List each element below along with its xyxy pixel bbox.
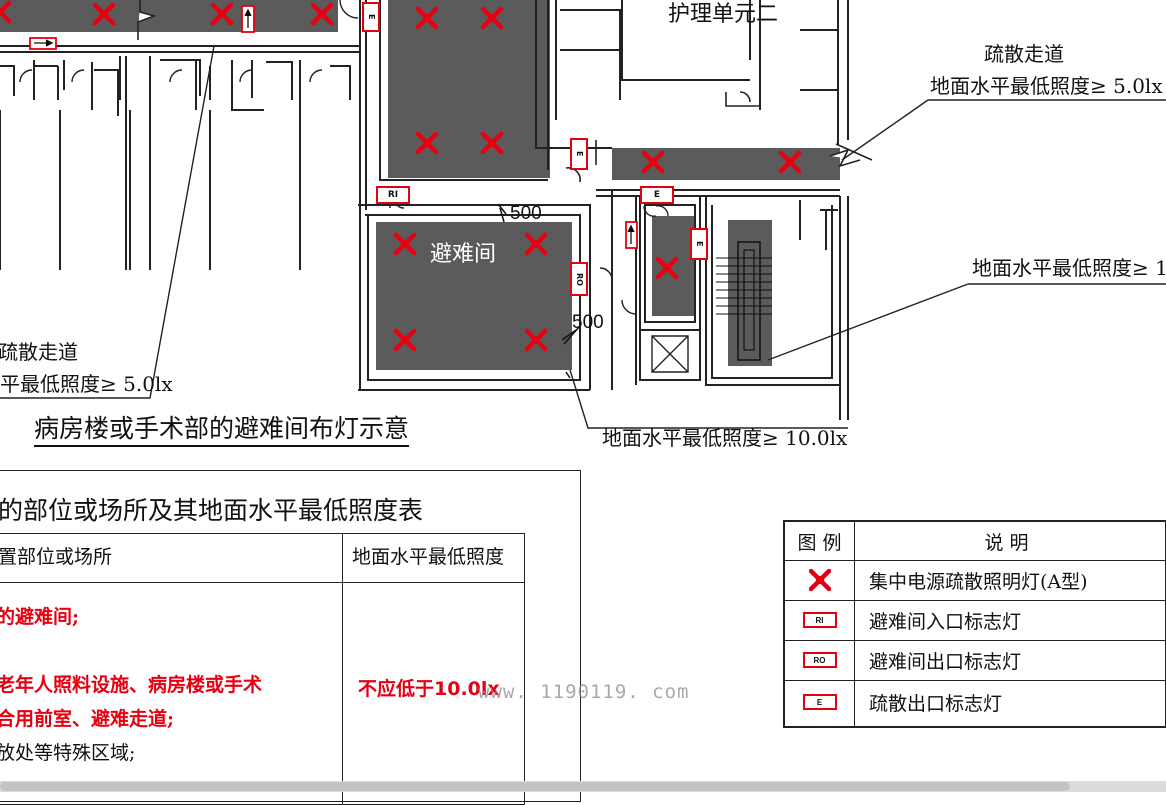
corridor-label-2: 疏散走道 <box>0 340 78 364</box>
legend-header-row <box>785 522 1165 561</box>
dim-top: 500 <box>510 203 542 224</box>
corridor-label-1: 疏散走道 <box>984 42 1064 66</box>
row1-line2: 老年人照料设施、病房楼或手术 <box>0 674 263 696</box>
stair-lux: 地面水平最低照度≥ 1 <box>972 256 1166 280</box>
col1-header: 置部位或场所 <box>0 546 113 568</box>
refuge-room-label: 避难间 <box>430 242 497 267</box>
table-title: 的部位或场所及其地面水平最低照度表 <box>0 496 424 525</box>
e-sign-plan-1: E <box>640 186 674 204</box>
illumination-table: 的部位或场所及其地面水平最低照度表 置部位或场所 地面水平最低照度 的避难间; … <box>0 470 581 805</box>
dimension-marks <box>497 203 581 379</box>
lamp-icon <box>785 560 854 600</box>
table-grid: 置部位或场所 地面水平最低照度 的避难间; 老年人照料设施、病房楼或手术 合用前… <box>0 533 525 805</box>
e-sign-plan-4: E <box>690 228 708 260</box>
row1-line4: 放处等特殊区域; <box>0 742 136 764</box>
leader-lines <box>0 45 1166 429</box>
col2-header: 地面水平最低照度 <box>352 546 505 568</box>
legend-header-symbol: 图 例 <box>797 531 842 554</box>
legend-divider <box>854 522 855 726</box>
corridor-lux-1: 地面水平最低照度≥ 5.0lx <box>930 74 1163 98</box>
ward-walls <box>0 0 838 315</box>
e-sign-plan-2: E <box>362 2 380 32</box>
legend-row-ro <box>785 640 1165 681</box>
stair-lines <box>716 241 772 361</box>
unit-label: 护理单元二 <box>668 2 779 27</box>
legend-row-lamp <box>785 560 1165 601</box>
row1-line1: 的避难间; <box>0 606 80 628</box>
legend-header-desc: 说 明 <box>984 531 1029 554</box>
ro-sign-icon: RO <box>785 640 854 680</box>
table-divider <box>342 534 343 804</box>
horizontal-scrollbar[interactable] <box>0 781 1166 792</box>
legend-desc-ri: 避难间入口标志灯 <box>869 610 1022 633</box>
plan-caption: 病房楼或手术部的避难间布灯示意 <box>34 416 410 447</box>
ri-sign-icon: RI <box>785 600 854 640</box>
legend-desc-lamp: 集中电源疏散照明灯(A型) <box>869 570 1088 593</box>
e-sign-icon: E <box>785 680 854 724</box>
legend-desc-e: 疏散出口标志灯 <box>869 692 1003 715</box>
e-sign-plan-3: E <box>570 138 588 170</box>
legend-desc-ro: 避难间出口标志灯 <box>869 650 1022 673</box>
legend-table: 图 例 说 明 集中电源疏散照明灯(A型) RI 避难间入口标志灯 RO 避难间… <box>783 520 1166 728</box>
legend-row-ri <box>785 600 1165 641</box>
walls <box>0 0 849 420</box>
refuge-lux: 地面水平最低照度≥ 10.0lx <box>602 426 848 450</box>
row1-value: 不应低于10.0lx <box>358 678 500 700</box>
watermark: www. 1190119. com <box>478 681 690 703</box>
dim-right: 500 <box>572 312 604 333</box>
table-header-row <box>0 534 524 583</box>
scrollbar-thumb[interactable] <box>0 782 1070 791</box>
row1-line3: 合用前室、避难走道; <box>0 708 175 730</box>
ro-sign-plan: RO <box>570 262 588 296</box>
floor-plan <box>0 0 1166 429</box>
corridor-lux-2: 平最低照度≥ 5.0lx <box>0 372 173 396</box>
ri-sign-plan: RI <box>376 186 410 204</box>
